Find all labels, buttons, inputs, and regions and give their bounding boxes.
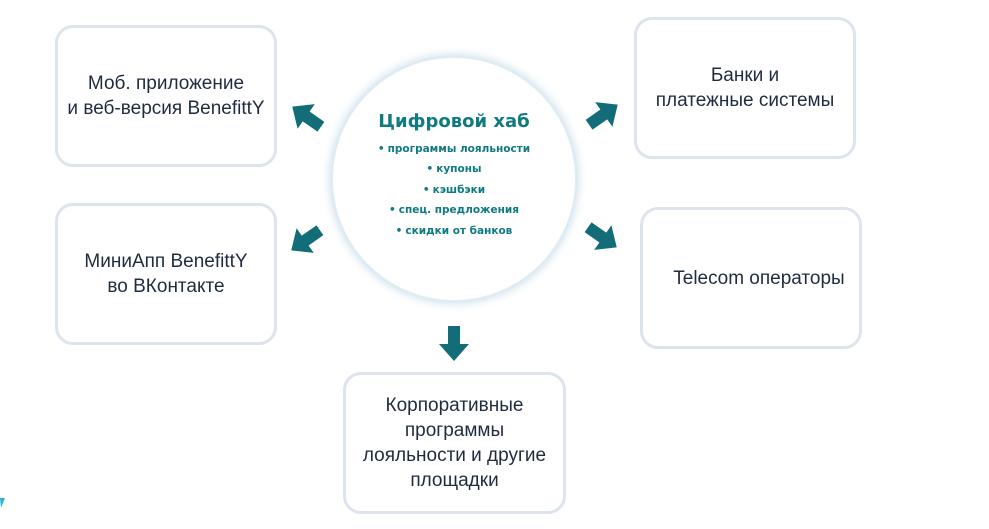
hub-feature-text: купоны	[436, 163, 482, 176]
box-banks-label: Банки и платежные системы	[655, 65, 835, 111]
hub-feature-text: скидки от банков	[405, 224, 513, 237]
bullet-icon: •	[426, 163, 434, 176]
box-telecom: Telecom операторы	[640, 207, 862, 349]
hub-feature-item: •программы лояльности	[378, 139, 530, 160]
hub-feature-item: •купоны	[378, 159, 530, 180]
box-corporate-label: Корпоративные программы лояльности и дру…	[362, 395, 547, 491]
box-mobile-app-label: Моб. приложение и веб-версия BenefittY	[67, 73, 265, 119]
box-corporate: Корпоративные программы лояльности и дру…	[343, 372, 566, 514]
hub-feature-list: •программы лояльности •купоны •кэшбэки •…	[378, 139, 530, 242]
bullet-icon: •	[395, 224, 403, 237]
hub-feature-item: •спец. предложения	[378, 200, 530, 221]
hub-feature-text: программы лояльности	[387, 142, 531, 155]
box-telecom-label: Telecom операторы	[673, 267, 845, 289]
hub-feature-text: кэшбэки	[432, 183, 486, 196]
hub-feature-item: •скидки от банков	[378, 221, 530, 242]
bullet-icon: •	[389, 204, 396, 217]
hub-feature-text: спец. предложения	[398, 204, 519, 217]
box-vk-miniapp-label: МиниАпп BenefittY во ВКонтакте	[84, 251, 248, 297]
corner-check-mark-icon	[0, 498, 5, 508]
bullet-icon: •	[422, 183, 430, 196]
hub-title: Цифровой хаб	[378, 110, 530, 132]
box-vk-miniapp: МиниАпп BenefittY во ВКонтакте	[55, 203, 277, 345]
box-mobile-app: Моб. приложение и веб-версия BenefittY	[55, 25, 277, 167]
digital-hub-circle: Цифровой хаб •программы лояльности •купо…	[332, 57, 576, 301]
box-banks: Банки и платежные системы	[634, 17, 856, 159]
hub-feature-item: •кэшбэки	[378, 180, 530, 201]
bullet-icon: •	[377, 142, 385, 155]
